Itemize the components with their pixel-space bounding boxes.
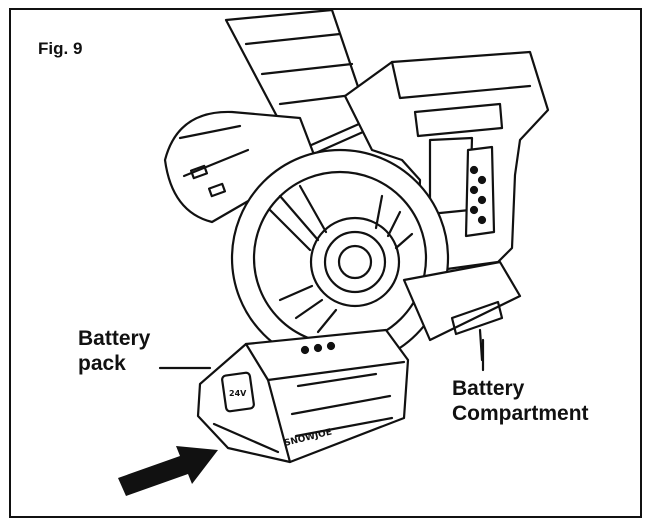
- battery-pack-shape: [196, 328, 410, 464]
- fan-housing: [230, 148, 450, 368]
- blower-handle: [343, 50, 550, 272]
- voltage-emboss: 24V: [229, 389, 247, 398]
- battery-compartment-shape: [402, 260, 522, 362]
- battery-compartment-label: Battery Compartment: [452, 377, 589, 425]
- battery-pack-label: Battery pack: [78, 327, 151, 375]
- insert-arrow-icon: [118, 446, 218, 496]
- figure-label: Fig. 9: [38, 39, 83, 58]
